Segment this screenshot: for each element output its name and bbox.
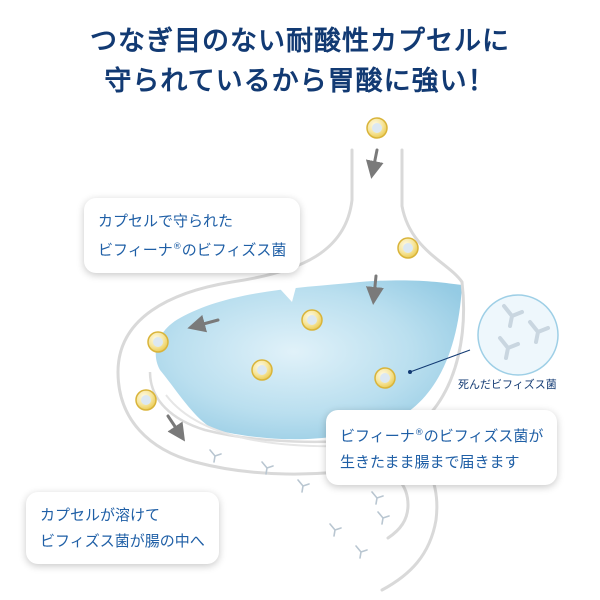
capsule-center: [251, 359, 273, 381]
callout-reaches-intestine: ビフィーナ®のビフィズス菌が 生きたまま腸まで届きます: [326, 410, 558, 485]
arrow-down-top: [365, 148, 384, 179]
capsule-center-top: [301, 309, 323, 331]
callout-capsule-dissolves: カプセルが溶けて ビフィズス菌が腸の中へ: [26, 492, 219, 564]
headline: つなぎ目のない耐酸性カプセルに 守られているから胃酸に強い！: [0, 22, 600, 102]
bacteria-5: [377, 511, 390, 525]
capsule-intestine: [135, 389, 157, 411]
bacteria-2: [261, 461, 274, 475]
callout-capsule-protected: カプセルで守られた ビフィーナ®のビフィズス菌: [84, 198, 301, 273]
arrow-down-stomach: [365, 274, 384, 305]
stomach-acid: [155, 280, 463, 440]
callout-capsule-line-2: ビフィーナ®のビフィズス菌: [98, 241, 287, 259]
dead-bacteria-label: 死んだビフィズス菌: [458, 378, 557, 391]
callout-capsule-line-1: カプセルで守られた: [98, 212, 234, 230]
callout-dissolve-line-2: ビフィズス菌が腸の中へ: [40, 532, 205, 550]
capsule-top: [366, 117, 388, 139]
capsule-upper-stomach: [397, 237, 419, 259]
callout-reach-line-1: ビフィーナ®のビフィズス菌が: [340, 427, 544, 445]
bacteria-3: [297, 479, 310, 493]
arrow-into-intestine: [166, 414, 185, 442]
headline-line-2: 守られているから胃酸に強い！: [104, 66, 496, 97]
callout-pointer-dissolve: [166, 470, 186, 496]
bacteria-7: [329, 523, 342, 537]
stomach-wall: [116, 148, 410, 540]
bacteria-6: [355, 545, 368, 559]
dead-bacteria-magnifier: [408, 294, 559, 376]
callout-reach-line-2: 生きたまま腸まで届きます: [340, 453, 520, 471]
bacteria-4: [371, 491, 384, 505]
arrow-left-stomach: [187, 314, 220, 333]
headline-line-1: つなぎ目のない耐酸性カプセルに: [90, 26, 510, 57]
callout-dissolve-line-1: カプセルが溶けて: [40, 506, 161, 524]
bacteria-1: [209, 449, 222, 463]
callout-pointer-capsule: [270, 272, 300, 302]
capsule-left: [147, 331, 169, 353]
intestine-tube: [165, 394, 351, 448]
capsule-right: [374, 367, 396, 389]
